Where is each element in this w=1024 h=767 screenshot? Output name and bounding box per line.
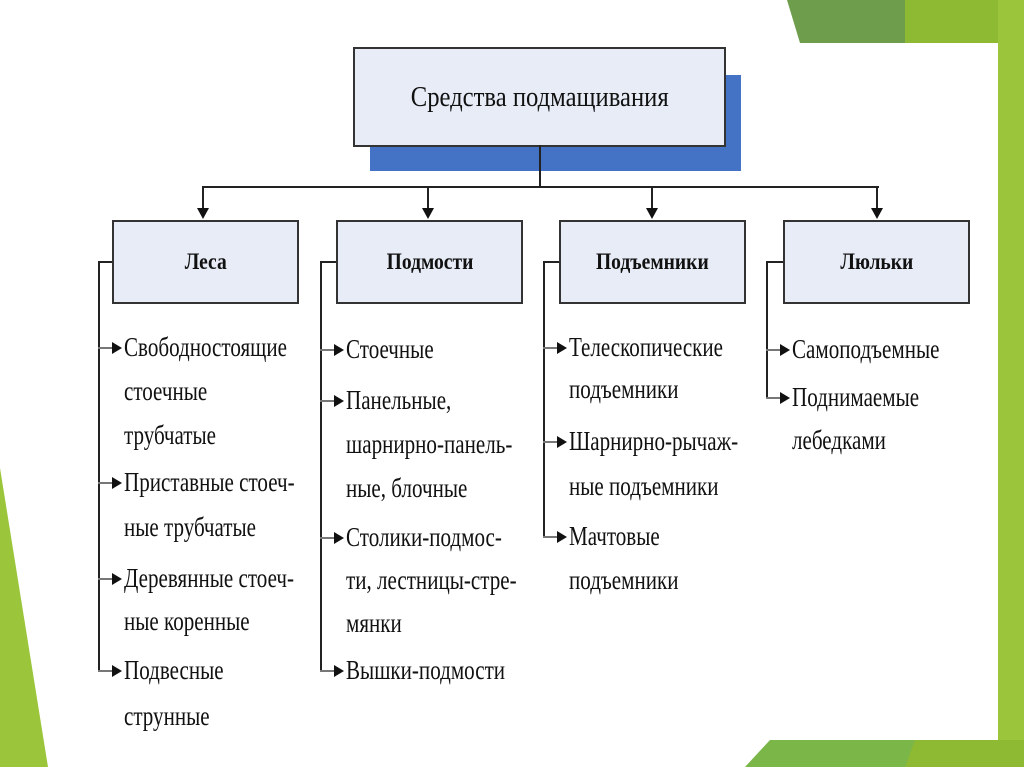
left-green-triangle (0, 468, 48, 767)
item-connector (320, 400, 334, 402)
bracket-top (766, 261, 783, 263)
arrow-right-icon (112, 573, 122, 585)
list-item-line: Вышки-подмости (346, 655, 506, 685)
arrow-right-icon (112, 477, 122, 489)
list-item-line: Шарнирно-рычаж- (569, 426, 739, 456)
bracket-vertical (98, 261, 100, 671)
arrow-right-icon (112, 342, 122, 354)
list-item-line: ные, блочные (346, 473, 468, 503)
list-item-line: Приставные стоеч- (124, 467, 295, 497)
list-item-line: ти, лестницы-стре- (346, 565, 517, 595)
item-connector (98, 670, 112, 672)
arrow-right-icon (334, 344, 344, 356)
arrow-right-icon (334, 532, 344, 544)
list-item-line: Мачтовые (569, 521, 660, 551)
list-item-line: шарнирно-панель- (346, 429, 513, 459)
branch-drop (876, 187, 878, 209)
arrow-right-icon (557, 342, 567, 354)
item-connector (320, 537, 334, 539)
bracket-vertical (766, 261, 768, 398)
list-item-line: мянки (346, 608, 402, 638)
category-node: Леса (112, 220, 299, 304)
list-item-line: подъемники (569, 374, 679, 404)
list-item-line: ные трубчатые (124, 512, 257, 542)
category-label: Подмости (386, 249, 473, 274)
item-connector (98, 578, 112, 580)
arrow-down-icon (422, 208, 434, 219)
list-item-line: струнные (124, 701, 210, 731)
item-connector (320, 670, 334, 672)
item-connector (543, 347, 557, 349)
item-connector (543, 441, 557, 443)
list-item-line: Телескопические (569, 332, 724, 362)
branch-drop (651, 187, 653, 209)
branch-drop (427, 187, 429, 209)
root-connector (539, 145, 541, 188)
right-green-strip (998, 0, 1024, 767)
top-green-dark-band (787, 0, 910, 43)
list-item-line: ные подъемники (569, 471, 719, 501)
bracket-top (98, 261, 112, 263)
item-connector (766, 397, 780, 399)
category-node: Люльки (783, 220, 970, 304)
item-connector (543, 536, 557, 538)
branch-drop (202, 187, 204, 209)
root-node-label: Средства подмащивания (410, 80, 669, 113)
arrow-down-icon (197, 208, 209, 219)
arrow-right-icon (780, 392, 790, 404)
list-item-line: Поднимаемые (792, 382, 920, 412)
arrow-down-icon (871, 208, 883, 219)
arrow-right-icon (557, 436, 567, 448)
bottom-green-light (905, 740, 1024, 767)
arrow-right-icon (334, 665, 344, 677)
list-item-line: ные коренные (124, 606, 250, 636)
list-item-line: Стоечные (346, 334, 434, 364)
item-connector (320, 349, 334, 351)
list-item-line: стоечные (124, 376, 208, 406)
arrow-down-icon (646, 208, 658, 219)
branch-horizontal (202, 186, 879, 188)
category-label: Люльки (840, 249, 913, 274)
arrow-right-icon (112, 665, 122, 677)
bracket-vertical (543, 261, 545, 537)
item-connector (98, 347, 112, 349)
bracket-top (320, 261, 336, 263)
arrow-right-icon (334, 395, 344, 407)
bracket-vertical (320, 261, 322, 671)
top-green-light-band (905, 0, 1024, 43)
list-item-line: Самоподъемные (792, 334, 940, 364)
item-connector (766, 349, 780, 351)
item-connector (98, 482, 112, 484)
root-node: Средства подмащивания (353, 47, 726, 147)
list-item-line: Панельные, (346, 385, 452, 415)
list-item-line: Деревянные стоеч- (124, 563, 295, 593)
category-node: Подмости (336, 220, 523, 304)
category-label: Леса (184, 249, 227, 274)
bracket-top (543, 261, 559, 263)
list-item-line: Подвесные (124, 655, 224, 685)
category-node: Подъемники (559, 220, 746, 304)
list-item-line: лебедками (792, 425, 886, 455)
list-item-line: Свободностоящие (124, 332, 287, 362)
list-item-line: трубчатые (124, 420, 216, 450)
list-item-line: подъемники (569, 565, 679, 595)
list-item-line: Столики-подмос- (346, 522, 502, 552)
arrow-right-icon (780, 344, 790, 356)
arrow-right-icon (557, 531, 567, 543)
category-label: Подъемники (596, 249, 709, 274)
